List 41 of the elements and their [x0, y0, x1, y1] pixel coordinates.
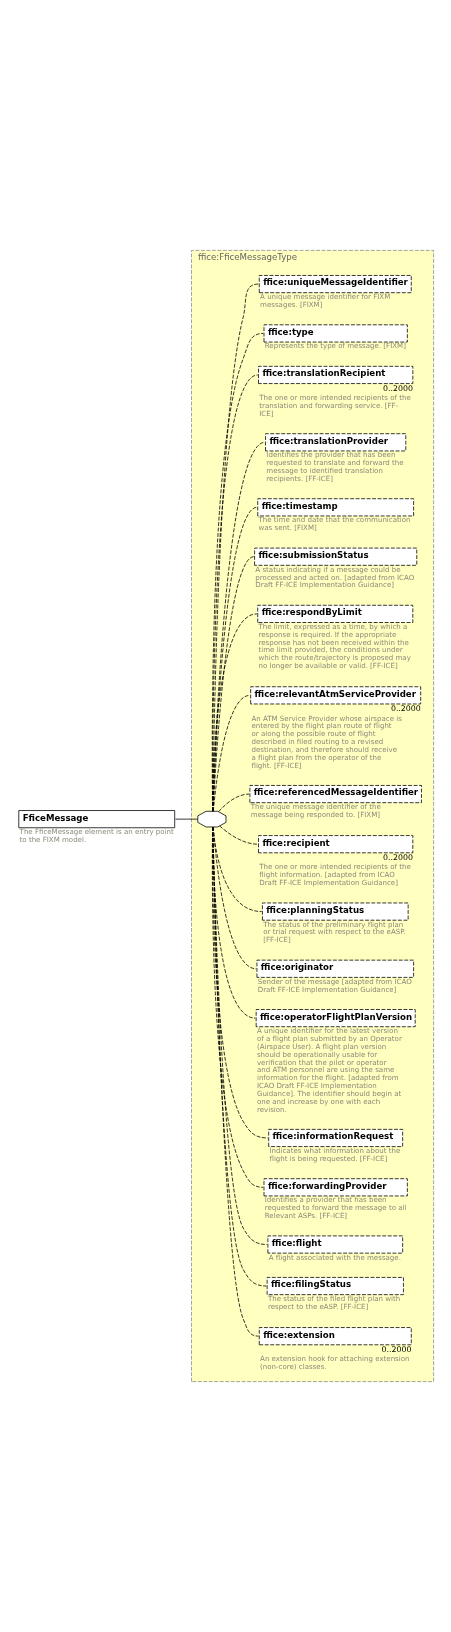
node-label: The one or more intended recipients of the flight information. [adapted from ICAO Draft FF-ICE Implementation Guidance]: [258, 862, 411, 888]
node-label: Represents the type of message. [FIXM]: [264, 341, 406, 351]
connector: [211, 826, 256, 1019]
connector: [211, 374, 258, 812]
node-label: The limit, expressed as a time, by which a response is required. If the appropriate response has not been received within the time limit provided, the conditions under which the route/trajectory is proposed may no longer be available or valid. [FF-ICE]: [258, 621, 411, 671]
connector: [211, 613, 257, 812]
node-label: A unique message identifier for FIXM messages. [FIXM]: [259, 292, 390, 309]
node-label: A flight associated with the message.: [268, 1252, 401, 1262]
node-label: Indicates what information about the flight is being requested. [FF-ICE]: [268, 1146, 400, 1163]
node-label: A status indicating if a message could be processed and acted on. [adapted from ICAO Draft FF-ICE Implementation Guidance]: [254, 564, 414, 590]
node-label: The status of the filed flight plan with respect to the eASP. [FF-ICE]: [267, 1294, 400, 1311]
node-label: An ATM Service Provider whose airspace is entered by the flight plan route of flight or along the possible route of flight described in filed routing to a revised destination, and therefore should receive a flight plan from the operator of the flight. [FF-ICE]: [250, 713, 402, 770]
connector: [211, 283, 259, 812]
connector: [212, 826, 262, 912]
node-label: The status of the preliminary flight plan or trial request with respect to the eASP. [FF-ICE]: [262, 919, 406, 945]
connector: [212, 694, 250, 812]
connector: [212, 826, 257, 970]
node-octagon: [196, 810, 226, 828]
connector: [211, 333, 264, 812]
connector: [212, 556, 254, 812]
node-label: A unique identifier for the latest version of a flight plan submitted by an Operator (Airspace User). A flight plan version should be operationally usable for verification that the pilot or operator and ATM personnel are using the same information for the flight. [adapted from ICAO Draft FF-ICE Implementation Guidance]. The identifier should begin at one and increase by one with each revision.: [256, 1026, 402, 1114]
node-label: The unique message identifier of the message being responded to. [FIXM]: [250, 802, 381, 819]
connector: [212, 441, 265, 812]
node-label: The time and date that the communication was sent. [FIXM]: [258, 515, 411, 533]
node-label: 0..2000: [382, 383, 413, 393]
connector: [174, 818, 198, 820]
connector: [212, 506, 257, 812]
node-label: An extension hook for attaching extension (non-core) classes.: [259, 1354, 410, 1372]
node-label: The FficeMessage element is an entry point to the FIXM model.: [19, 827, 174, 845]
node-label: Identifies the provider that has been requested to translate and forward the message to identified translation recipients. [FF-ICE]: [265, 450, 404, 483]
connector: [211, 826, 259, 1337]
connector: [218, 825, 258, 845]
node-label: Sender of the message [adapted from ICAO Draft FF-ICE Implementation Guidance]: [257, 976, 412, 994]
connector: [211, 826, 264, 1188]
connector: [211, 826, 268, 1139]
node-label: 0..2000: [381, 1344, 411, 1354]
node-label: The one or more intended recipients of the translation and forwarding service. [FF-ICE]: [258, 393, 411, 418]
node-label: 0..2000: [382, 852, 413, 862]
node-label: 0..2000: [390, 704, 421, 714]
node-label: Identifies a provider that has been requested to forward the message to all Relevant ASPs. [FF-ICE]: [264, 1195, 406, 1221]
connector: [217, 793, 249, 812]
